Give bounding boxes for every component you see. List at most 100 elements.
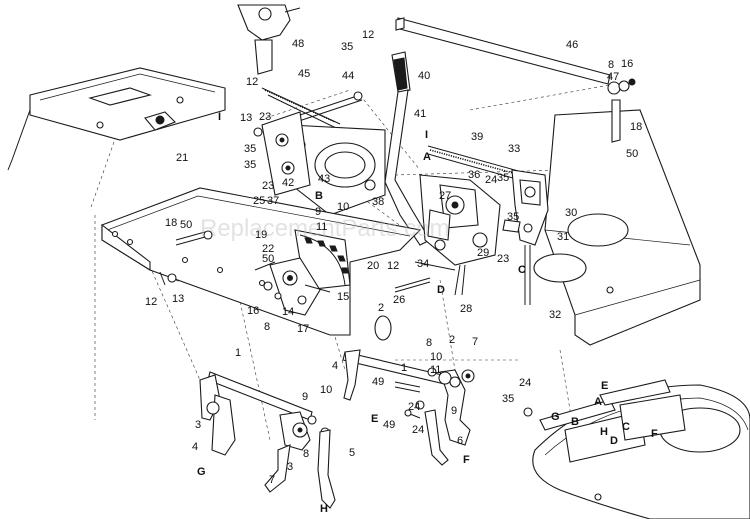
- callout-41: 41: [414, 108, 426, 120]
- callout-17: 17: [297, 323, 309, 335]
- callout-40: 40: [418, 70, 430, 82]
- spring-39: [427, 145, 523, 181]
- ref-letter-b: B: [315, 190, 323, 202]
- callout-13: 13: [240, 112, 252, 124]
- callout-44: 44: [342, 70, 354, 82]
- rod-1-left: [199, 371, 330, 456]
- callout-labels: 48 35 12 46 8 16 47 45 44 40 12 13 23 41…: [145, 29, 642, 486]
- ref-letter-e: E: [371, 413, 378, 425]
- callout-49: 49: [383, 419, 395, 431]
- callout-23: 23: [497, 253, 509, 265]
- ref-letter-c-deck: C: [622, 421, 630, 433]
- callout-18: 18: [630, 121, 642, 133]
- ref-letter-i: I: [218, 111, 221, 123]
- callout-13: 13: [172, 293, 184, 305]
- callout-3: 3: [287, 461, 293, 473]
- callout-11: 11: [316, 221, 327, 233]
- callout-35: 35: [341, 41, 353, 53]
- pedal-arm-41: [384, 51, 431, 246]
- callout-35: 35: [244, 143, 256, 155]
- callout-48: 48: [292, 38, 304, 50]
- callout-2: 2: [449, 334, 455, 346]
- callout-18: 18: [165, 217, 177, 229]
- callout-8: 8: [426, 337, 432, 349]
- callout-9: 9: [302, 391, 308, 403]
- callout-5: 5: [349, 447, 355, 459]
- ref-letter-e-deck: E: [601, 380, 608, 392]
- callout-24: 24: [408, 401, 420, 413]
- ref-letter-a: A: [423, 151, 431, 163]
- bracket-30: [502, 169, 549, 305]
- mower-deck: [523, 379, 750, 519]
- callout-10: 10: [430, 351, 442, 363]
- bolts-left: [159, 230, 282, 300]
- callout-50: 50: [626, 148, 638, 160]
- callout-32: 32: [549, 309, 561, 321]
- callout-3: 3: [195, 419, 201, 431]
- callout-24: 24: [519, 377, 531, 389]
- callout-26: 26: [393, 294, 405, 306]
- callout-4: 4: [332, 360, 338, 372]
- rod-34: [394, 261, 456, 293]
- callout-39: 39: [471, 131, 483, 143]
- callout-14: 14: [282, 306, 294, 318]
- watermark-text: ReplacementParts.com: [200, 215, 449, 242]
- frame-panel: [533, 99, 701, 346]
- callout-4: 4: [192, 441, 198, 453]
- callout-37: 37: [267, 195, 279, 207]
- callout-1: 1: [235, 347, 241, 359]
- ref-letter-g-deck: G: [551, 411, 560, 423]
- callout-8: 8: [264, 321, 270, 333]
- callout-19: 19: [255, 229, 267, 241]
- ref-letter-h-deck: H: [600, 426, 608, 438]
- callout-45: 45: [298, 68, 310, 80]
- ref-letter-c: C: [518, 264, 526, 276]
- callout-29: 29: [477, 247, 489, 259]
- callout-35: 35: [497, 172, 509, 184]
- callout-42: 42: [282, 177, 294, 189]
- callout-47: 47: [607, 71, 619, 83]
- bracket-42: [253, 111, 311, 196]
- ref-letter-b-deck: B: [571, 416, 579, 428]
- callout-8: 8: [303, 448, 309, 460]
- callout-16: 16: [621, 58, 633, 70]
- callout-10: 10: [320, 384, 332, 396]
- callout-23: 23: [262, 180, 274, 192]
- callout-16: 16: [247, 305, 259, 317]
- callout-50: 50: [180, 219, 192, 231]
- callout-15: 15: [337, 291, 349, 303]
- belt-guide-43: [284, 124, 386, 216]
- callout-24: 24: [412, 424, 424, 436]
- callout-38: 38: [372, 196, 384, 208]
- callout-7: 7: [472, 336, 478, 348]
- callout-8: 8: [608, 59, 614, 71]
- callout-9: 9: [451, 405, 457, 417]
- callout-35: 35: [244, 159, 256, 171]
- callout-23: 23: [259, 111, 271, 123]
- levers: [264, 409, 449, 509]
- callout-12: 12: [387, 260, 399, 272]
- callout-10: 10: [337, 201, 349, 213]
- callout-7: 7: [269, 474, 275, 486]
- lever-plate-17: [269, 257, 331, 316]
- callout-20: 20: [367, 260, 379, 272]
- callout-9: 9: [315, 206, 321, 218]
- steering-column: [237, 4, 301, 75]
- rod-1-center: [342, 315, 475, 446]
- ref-letter-a-deck: A: [594, 396, 602, 408]
- callout-35: 35: [507, 211, 519, 223]
- ref-letter-f-deck: F: [651, 428, 658, 440]
- callout-22: 22: [262, 243, 274, 255]
- ref-letter-h: H: [320, 503, 328, 515]
- ref-letter-i: I: [425, 129, 428, 141]
- callout-11: 11: [430, 364, 441, 376]
- callout-30: 30: [565, 207, 577, 219]
- reference-letters: I I A B C D E G H F E A G B C H D F: [197, 111, 658, 515]
- callout-2: 2: [378, 302, 384, 314]
- callout-28: 28: [460, 303, 472, 315]
- callout-27: 27: [439, 190, 451, 202]
- callout-12: 12: [246, 76, 258, 88]
- callout-1: 1: [401, 362, 407, 374]
- callout-43: 43: [318, 173, 330, 185]
